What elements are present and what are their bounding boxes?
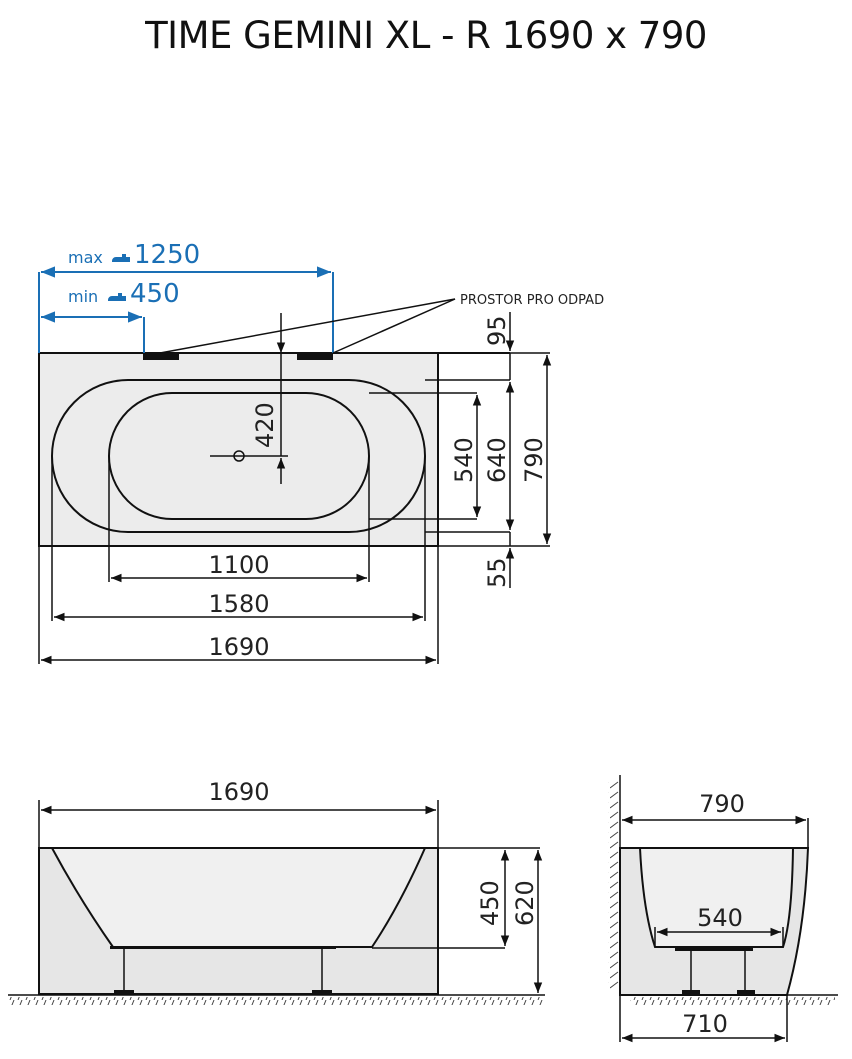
dim-inner-width: 540 [450,437,478,483]
drawing-title: TIME GEMINI XL - R 1690 x 790 [145,14,707,57]
dim-rim-width: 640 [483,437,511,483]
dim-bottom-offset: 55 [483,557,511,588]
dim-drain-offset: 95 [483,315,511,346]
front-view: 1690 450 620 [8,778,545,1005]
side-view: 790 540 710 [608,775,838,1043]
faucet-hole-right [297,353,333,360]
faucet-min-prefix: min [68,287,98,306]
dim-total-length: 1690 [208,633,269,661]
dim-height: 620 [511,880,539,926]
top-view: max 1250 min 450 PROSTOR PRO ODPAD 420 5… [38,240,604,665]
dim-side-base: 710 [682,1010,728,1038]
faucet-icon [112,254,130,262]
dim-inner-length: 1100 [208,551,269,579]
dim-rim-length: 1580 [208,590,269,618]
faucet-icon [108,293,126,301]
dim-side-width: 790 [699,790,745,818]
dim-drain-center: 420 [251,402,279,448]
dim-depth: 450 [476,880,504,926]
faucet-max-value: 1250 [134,240,200,270]
faucet-min-value: 450 [130,279,180,309]
dim-front-length: 1690 [208,778,269,806]
drain-space-label: PROSTOR PRO ODPAD [460,293,604,308]
tub-profile-front [50,847,427,948]
dim-side-inner: 540 [697,904,743,932]
tub-outline-top [38,352,439,547]
dim-total-width: 790 [520,437,548,483]
faucet-max-prefix: max [68,248,103,267]
faucet-hole-left [143,353,179,360]
